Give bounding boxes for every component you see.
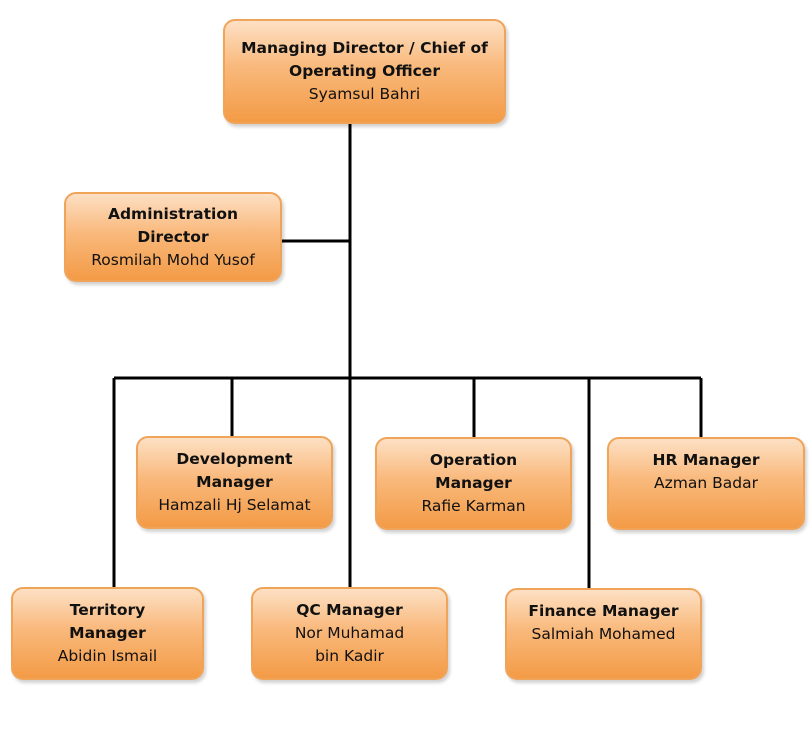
- operation-manager-name: Rafie Karman: [421, 497, 526, 515]
- territory-manager-name: Abidin Ismail: [57, 647, 158, 665]
- development-manager-name: Hamzali Hj Selamat: [158, 496, 311, 514]
- territory-manager-title: Territory Manager: [69, 601, 146, 642]
- finance-manager-box: Finance Manager Salmiah Mohamed: [505, 588, 702, 680]
- administration-director-name: Rosmilah Mohd Yusof: [91, 250, 255, 269]
- administration-director-title: Administration Director: [107, 204, 239, 246]
- hr-manager-title: HR Manager: [652, 451, 760, 469]
- hr-manager-box: HR Manager Azman Badar: [607, 437, 805, 530]
- qc-manager-title: QC Manager: [296, 601, 403, 619]
- territory-manager-box: Territory Manager Abidin Ismail: [11, 587, 204, 680]
- managing-director-title: Managing Director / Chief of Operating O…: [241, 39, 488, 80]
- development-manager-title: Development Manager: [176, 450, 293, 491]
- finance-manager-title: Finance Manager: [528, 602, 679, 620]
- managing-director-name: Syamsul Bahri: [308, 85, 421, 103]
- finance-manager-name: Salmiah Mohamed: [531, 625, 676, 643]
- qc-manager-box: QC Manager Nor Muhamad bin Kadir: [251, 587, 448, 680]
- operation-manager-box: Operation Manager Rafie Karman: [375, 437, 572, 530]
- operation-manager-title: Operation Manager: [429, 451, 518, 492]
- managing-director-box: Managing Director / Chief of Operating O…: [223, 19, 506, 124]
- development-manager-box: Development Manager Hamzali Hj Selamat: [136, 436, 333, 529]
- administration-director-box: Administration Director Rosmilah Mohd Yu…: [64, 192, 282, 282]
- qc-manager-name: Nor Muhamad bin Kadir: [294, 624, 405, 665]
- hr-manager-name: Azman Badar: [654, 474, 758, 492]
